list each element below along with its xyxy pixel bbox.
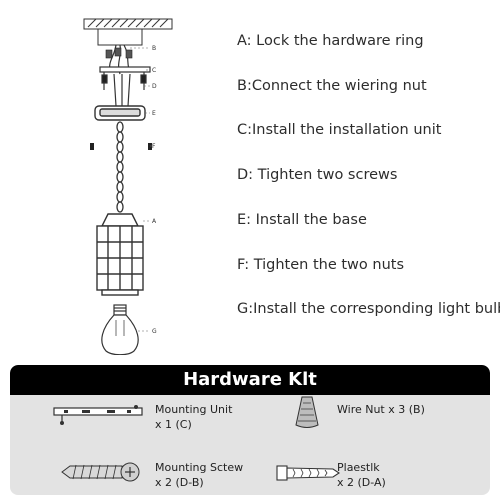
callout-e: E — [152, 110, 156, 117]
callout-lines — [130, 47, 152, 332]
chain — [116, 121, 124, 213]
wire-nut-label: Wire Nut x 3 (B) — [337, 402, 425, 417]
installation-diagram: B C D E F A G — [40, 10, 180, 356]
step-b: B:Connect the wiering nut — [237, 78, 427, 94]
wire-nuts — [105, 47, 133, 59]
callout-a: A — [152, 218, 157, 225]
mounting-unit-icon — [52, 401, 147, 429]
plastic-anchor-name: Plaestlk — [337, 461, 380, 474]
wire-nut-icon — [292, 395, 322, 435]
plastic-anchor-qty: x 2 (D-A) — [337, 476, 386, 489]
hardware-kit-panel: Hardware Klt Mounting Unit x 1 (C) Wire … — [10, 365, 490, 495]
step-g: G:Install the corresponding light bulb — [237, 301, 500, 317]
callout-c: C — [152, 67, 156, 74]
hardware-header: Hardware Klt — [10, 365, 490, 395]
installation-steps: A: Lock the hardware ring B:Connect the … — [237, 0, 500, 340]
pendant-light-illustration: B C D E F A G — [83, 18, 173, 356]
canopy-nuts — [90, 143, 152, 150]
ceiling — [83, 18, 173, 46]
callout-d: D — [152, 83, 157, 90]
plastic-anchor-icon — [275, 462, 343, 488]
step-e: E: Install the base — [237, 212, 367, 228]
wire-nut-name: Wire Nut x 3 (B) — [337, 403, 425, 416]
step-a: A: Lock the hardware ring — [237, 33, 424, 49]
mounting-screw-qty: x 2 (D-B) — [155, 476, 204, 489]
mounting-screw-name: Mounting Sctew — [155, 461, 244, 474]
mounting-unit-qty: x 1 (C) — [155, 418, 192, 431]
mounting-screw-icon — [60, 460, 142, 488]
step-f: F: Tighten the two nuts — [237, 257, 404, 273]
edison-bulb — [101, 304, 139, 356]
plastic-anchor-label: Plaestlk x 2 (D-A) — [337, 460, 386, 490]
lantern-cage — [96, 213, 144, 296]
callout-g: G — [152, 328, 157, 335]
step-d: D: Tighten two screws — [237, 167, 398, 183]
callout-b: B — [152, 45, 156, 52]
mounting-unit-name: Mounting Unit — [155, 403, 233, 416]
callout-labels: B C D E F A G — [152, 45, 157, 335]
mounting-bar — [99, 66, 151, 90]
mounting-unit-label: Mounting Unit x 1 (C) — [155, 402, 232, 432]
canopy-base — [94, 105, 146, 121]
mounting-screw-label: Mounting Sctew x 2 (D-B) — [155, 460, 243, 490]
step-c: C:Install the installation unit — [237, 122, 442, 138]
hardware-title: Hardware Klt — [183, 369, 317, 390]
callout-f: F — [152, 143, 156, 150]
